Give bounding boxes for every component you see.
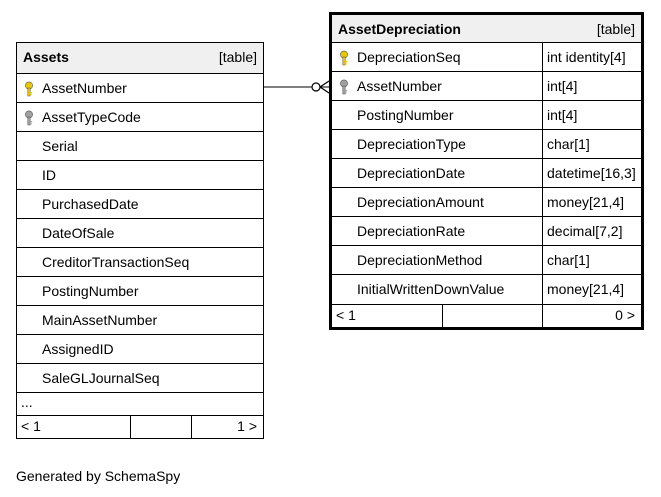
column-row[interactable]: AssetNumber int[4] <box>332 72 641 101</box>
table-assetdepreciation[interactable]: AssetDepreciation [table] DepreciationSe… <box>329 12 644 330</box>
column-name: AssetNumber <box>42 80 127 96</box>
column-row[interactable]: DepreciationType char[1] <box>332 130 641 159</box>
column-type: int[4] <box>542 72 577 100</box>
table-kind: [table] <box>218 49 257 65</box>
table-header: Assets [table] <box>17 43 263 74</box>
column-row[interactable]: AssetNumber <box>17 74 263 103</box>
column-name: ID <box>42 167 56 183</box>
column-name: AssetTypeCode <box>42 109 141 125</box>
column-type: int identity[4] <box>542 43 626 71</box>
column-row[interactable]: DateOfSale <box>17 219 263 248</box>
column-name: Serial <box>42 138 78 154</box>
column-name: PostingNumber <box>42 283 139 299</box>
primary-key-icon <box>337 50 351 66</box>
children-count: 1 > <box>237 418 257 434</box>
column-name: PostingNumber <box>357 107 454 123</box>
column-row[interactable]: DepreciationAmount money[21,4] <box>332 188 641 217</box>
column-row[interactable]: InitialWrittenDownValue money[21,4] <box>332 275 641 304</box>
more-columns-ellipsis: ... <box>17 393 263 416</box>
column-row[interactable]: DepreciationSeq int identity[4] <box>332 43 641 72</box>
column-row[interactable]: SaleGLJournalSeq <box>17 364 263 393</box>
column-name: AssignedID <box>42 341 114 357</box>
column-name: DepreciationMethod <box>357 252 483 268</box>
generated-by-label: Generated by SchemaSpy <box>16 468 181 484</box>
column-name: DepreciationAmount <box>357 194 484 210</box>
parents-count: < 1 <box>336 307 356 323</box>
column-type: money[21,4] <box>542 275 624 304</box>
column-row[interactable]: DepreciationRate decimal[7,2] <box>332 217 641 246</box>
column-row[interactable]: ID <box>17 161 263 190</box>
column-type: char[1] <box>542 130 590 158</box>
column-name: DepreciationDate <box>357 165 466 181</box>
primary-key-icon <box>22 81 36 97</box>
column-row[interactable]: DepreciationMethod char[1] <box>332 246 641 275</box>
column-name: CreditorTransactionSeq <box>42 254 190 270</box>
column-name: PurchasedDate <box>42 196 139 212</box>
table-header: AssetDepreciation [table] <box>332 15 641 43</box>
column-name: DepreciationType <box>357 136 466 152</box>
column-name: InitialWrittenDownValue <box>357 281 505 297</box>
column-row[interactable]: PurchasedDate <box>17 190 263 219</box>
column-row[interactable]: AssignedID <box>17 335 263 364</box>
column-row[interactable]: CreditorTransactionSeq <box>17 248 263 277</box>
column-name: SaleGLJournalSeq <box>42 370 160 386</box>
column-name: MainAssetNumber <box>42 312 158 328</box>
table-name: Assets <box>23 49 69 65</box>
foreign-key-icon <box>22 110 36 126</box>
table-name: AssetDepreciation <box>338 21 461 37</box>
column-type: datetime[16,3] <box>542 159 636 187</box>
column-type: int[4] <box>542 101 577 129</box>
column-type: decimal[7,2] <box>542 217 622 245</box>
column-name: DepreciationSeq <box>357 49 461 65</box>
column-row[interactable]: PostingNumber int[4] <box>332 101 641 130</box>
column-row[interactable]: Serial <box>17 132 263 161</box>
column-name: AssetNumber <box>357 78 442 94</box>
table-kind: [table] <box>596 21 635 37</box>
column-row[interactable]: PostingNumber <box>17 277 263 306</box>
column-row[interactable]: AssetTypeCode <box>17 103 263 132</box>
column-type: money[21,4] <box>542 188 624 216</box>
parents-count: < 1 <box>21 418 41 434</box>
column-name: DepreciationRate <box>357 223 466 239</box>
column-name: DateOfSale <box>42 225 115 241</box>
foreign-key-icon <box>337 79 351 95</box>
column-row[interactable]: DepreciationDate datetime[16,3] <box>332 159 641 188</box>
column-row[interactable]: MainAssetNumber <box>17 306 263 335</box>
table-footer: < 1 1 > <box>17 416 263 438</box>
table-footer: < 1 0 > <box>332 304 641 327</box>
column-type: char[1] <box>542 246 590 274</box>
children-count: 0 > <box>615 307 635 323</box>
